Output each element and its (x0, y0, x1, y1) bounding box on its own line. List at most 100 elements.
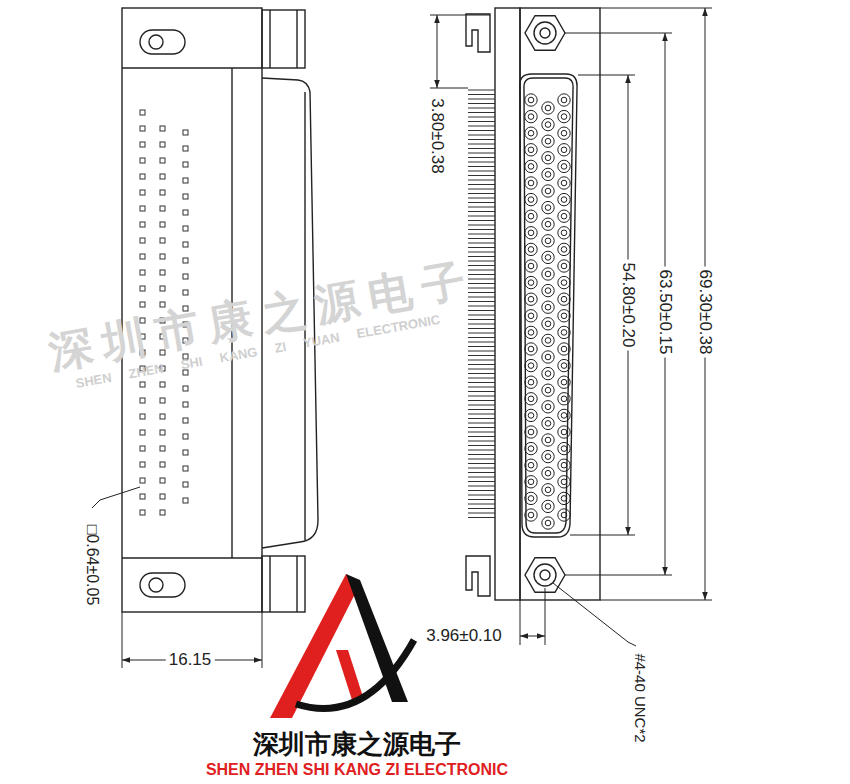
pcb-pin (468, 504, 495, 505)
pin-square (160, 382, 165, 387)
pcb-pin (468, 319, 495, 320)
pin-square (160, 446, 165, 451)
pcb-pin (468, 409, 495, 410)
pcb-pin (468, 166, 495, 167)
pin-square (140, 142, 145, 147)
pcb-pin (468, 369, 495, 370)
socket-pin (525, 376, 537, 388)
socket-pin (542, 500, 554, 512)
pcb-pin (468, 450, 495, 451)
company-name: 深圳市康之源电子 (253, 730, 461, 759)
pin-square (183, 226, 188, 231)
pcb-pin (468, 180, 495, 181)
socket-pin (558, 409, 570, 421)
socket-pin (558, 326, 570, 338)
socket-pin (542, 417, 554, 429)
pcb-pin (468, 328, 495, 329)
pin-square (183, 258, 188, 263)
pcb-pin (468, 162, 495, 163)
pin-square (140, 398, 145, 403)
pcb-pin (468, 175, 495, 176)
socket-pin (525, 310, 537, 322)
socket-pin (558, 110, 570, 122)
pcb-pin (468, 342, 495, 343)
pin-square (140, 446, 145, 451)
pcb-pin (468, 157, 495, 158)
pcb-pin (468, 463, 495, 464)
pin-square (160, 142, 165, 147)
pcb-pin (468, 261, 495, 262)
socket-pin (525, 492, 537, 504)
pcb-pin (468, 139, 495, 140)
socket-pin (525, 426, 537, 438)
pin-square (140, 110, 145, 115)
pin-square (183, 482, 188, 487)
pin-square (160, 126, 165, 131)
pcb-pin (468, 171, 495, 172)
pcb-pin (468, 112, 495, 113)
dimension-text: 69.30±0.38 (696, 267, 715, 358)
pin-square (160, 510, 165, 515)
socket-pin (558, 293, 570, 305)
pin-square (160, 190, 165, 195)
socket-pin (558, 210, 570, 222)
pin-square (140, 414, 145, 419)
pcb-pin (468, 513, 495, 514)
pin-square (183, 210, 188, 215)
pin-square (183, 386, 188, 391)
pcb-pin (468, 103, 495, 104)
pcb-pin (468, 135, 495, 136)
pin-square (140, 238, 145, 243)
pcb-pin (468, 333, 495, 334)
pin-square (140, 222, 145, 227)
pcb-pin (468, 117, 495, 118)
pcb-pin (468, 378, 495, 379)
socket-pin (542, 384, 554, 396)
socket-pin (525, 459, 537, 471)
pcb-pin (468, 247, 495, 248)
socket-pin (542, 450, 554, 462)
pcb-pin (468, 144, 495, 145)
socket-pin (542, 284, 554, 296)
pcb-pin (468, 193, 495, 194)
socket-pins (525, 94, 570, 529)
pcb-pin (468, 360, 495, 361)
pcb-pin (468, 373, 495, 374)
socket-pin (558, 442, 570, 454)
socket-pin (558, 509, 570, 521)
socket-pin (525, 127, 537, 139)
pcb-pin (468, 252, 495, 253)
socket-pin (542, 367, 554, 379)
pcb-pin (468, 387, 495, 388)
pcb-pin (468, 486, 495, 487)
socket-pin (525, 509, 537, 521)
pin-square (160, 462, 165, 467)
socket-pin (558, 243, 570, 255)
pcb-pin (468, 468, 495, 469)
pcb-pin (468, 324, 495, 325)
pin-square (183, 242, 188, 247)
socket-pin (525, 293, 537, 305)
pin-square (160, 494, 165, 499)
pin-square (140, 430, 145, 435)
socket-pin (558, 160, 570, 172)
socket-pin (525, 442, 537, 454)
socket-pin (558, 426, 570, 438)
socket-pin (525, 326, 537, 338)
pin-square (140, 206, 145, 211)
pcb-pin (468, 481, 495, 482)
pcb-pin (468, 184, 495, 185)
socket-pin (558, 376, 570, 388)
pcb-pin (468, 405, 495, 406)
socket-pin (558, 144, 570, 156)
pin-square (160, 206, 165, 211)
socket-pin (525, 144, 537, 156)
pcb-pin (468, 243, 495, 244)
pcb-pin (468, 517, 495, 518)
socket-pin (542, 118, 554, 130)
pin-square (183, 402, 188, 407)
pcb-pin (468, 220, 495, 221)
pin-square (160, 238, 165, 243)
socket-pin (558, 459, 570, 471)
pcb-pin (468, 508, 495, 509)
